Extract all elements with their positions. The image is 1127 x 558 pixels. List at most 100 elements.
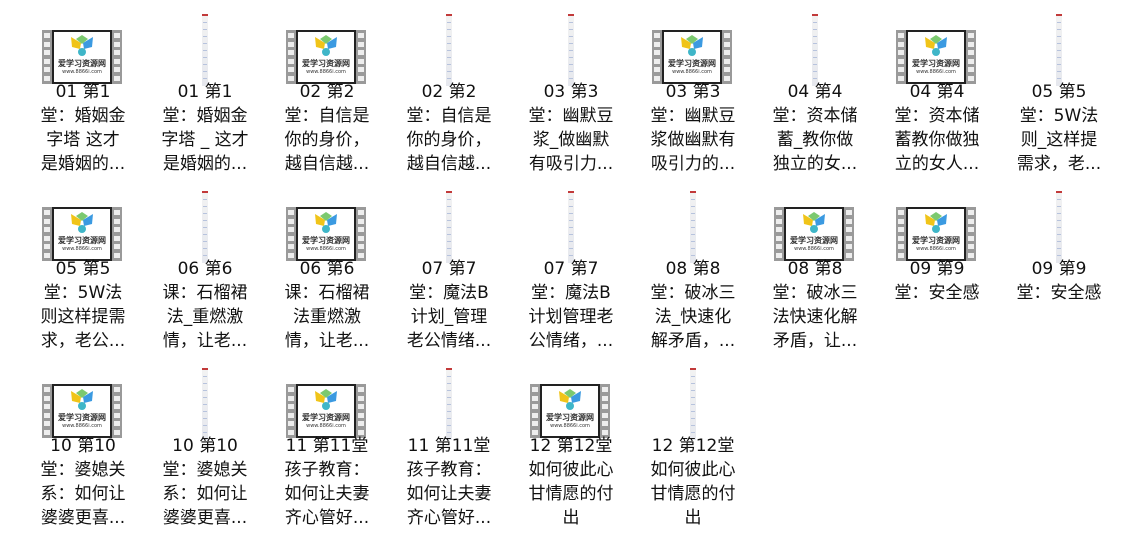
file-name-line: 堂：婚姻金 [162,106,248,126]
logo-icon [71,389,93,410]
file-name-line: 03 第3 [543,82,599,102]
file-name-line: 浆_做幽默 [532,130,610,150]
file-name-line: 堂：自信是 [406,106,492,126]
logo-icon [71,212,93,233]
video-thumbnail-icon: 爱学习资源网 www.8866i.com [896,30,976,84]
file-name: 11 第11堂孩子教育：如何让夫妻齐心管好... [393,434,505,530]
logo-text: 爱学习资源网 [58,58,106,68]
file-name-line: 孩子教育： [406,460,492,480]
file-name-line: 10 第10 [172,436,238,456]
thumbnail [515,2,627,86]
file-name-line: 矛盾，让... [772,331,858,351]
file-name-line: 07 第7 [543,259,599,279]
file-name-line: 12 第12堂 [651,436,735,456]
thumbnail [149,179,261,263]
file-name-line: 蓄_教你做 [776,130,854,150]
file-name-line: 02 第2 [299,82,355,102]
document-thumbnail-icon [446,191,452,263]
logo-url: www.8866i.com [62,423,102,429]
thumbnail: 爱学习资源网 www.8866i.com [271,2,383,84]
document-thumbnail-icon [690,191,696,263]
video-file-item[interactable]: 爱学习资源网 www.8866i.com 11 第11堂孩子教育：如何让夫妻齐心… [271,356,383,528]
file-name-line: 堂：魔法B [531,283,611,303]
logo-url: www.8866i.com [306,69,346,75]
file-name-line: 09 第9 [1031,259,1087,279]
document-file-item[interactable]: 02 第2 堂：自信是你的身价， 越自信越... [393,2,505,174]
document-thumbnail-icon [1056,14,1062,86]
file-name-line: 越自信越... [284,154,370,174]
video-thumbnail-icon: 爱学习资源网 www.8866i.com [896,207,976,261]
logo-url: www.8866i.com [306,246,346,252]
document-file-item[interactable]: 11 第11堂孩子教育：如何让夫妻齐心管好... [393,356,505,528]
file-name-line: 07 第7 [421,259,477,279]
logo-icon [315,35,337,56]
file-name-line: 孩子教育： [284,460,370,480]
file-name-line: 独立的女... [772,154,858,174]
file-name-line: 越自信越... [406,154,492,174]
document-thumbnail-icon [446,14,452,86]
file-name-line: 齐心管好... [406,508,492,528]
file-name-line: 求，老公... [40,331,126,351]
file-name-line: 浆做幽默有 [650,130,736,150]
thumbnail: 爱学习资源网 www.8866i.com [881,2,993,84]
logo-icon [315,212,337,233]
file-name-line: 11 第11堂 [407,436,491,456]
logo-text: 爱学习资源网 [912,58,960,68]
thumbnail [393,2,505,86]
logo-url: www.8866i.com [62,246,102,252]
file-name-line: 如何彼此心 [528,460,614,480]
file-name: 12 第12堂如何彼此心甘情愿的付出 [637,434,749,530]
file-name-line: 则_这样提 [1020,130,1098,150]
logo-url: www.8866i.com [550,423,590,429]
file-name-line: 02 第2 [421,82,477,102]
document-file-item[interactable]: 12 第12堂如何彼此心甘情愿的付出 [637,356,749,528]
file-name-line: 04 第4 [909,82,965,102]
logo-text: 爱学习资源网 [546,412,594,422]
file-name-line: 08 第8 [787,259,843,279]
logo-url: www.8866i.com [306,423,346,429]
thumbnail: 爱学习资源网 www.8866i.com [27,179,139,261]
file-name: 11 第11堂孩子教育：如何让夫妻齐心管好... [271,434,383,530]
file-name-line: 堂：5W法 [43,283,123,303]
thumbnail [759,2,871,86]
document-thumbnail-icon [568,14,574,86]
file-name-line: 齐心管好... [284,508,370,528]
thumbnail: 爱学习资源网 www.8866i.com [27,2,139,84]
video-thumbnail-icon: 爱学习资源网 www.8866i.com [652,30,732,84]
file-name-line: 吸引力的... [650,154,736,174]
thumbnail [393,356,505,440]
video-thumbnail-icon: 爱学习资源网 www.8866i.com [774,207,854,261]
video-file-item[interactable]: 爱学习资源网 www.8866i.com 12 第12堂如何彼此心甘情愿的付出 [515,356,627,528]
file-name-line: 堂：5W法 [1019,106,1099,126]
file-name-line: 婆婆更喜... [162,508,248,528]
file-name-line: 你的身价， [406,130,492,150]
logo-text: 爱学习资源网 [302,235,350,245]
